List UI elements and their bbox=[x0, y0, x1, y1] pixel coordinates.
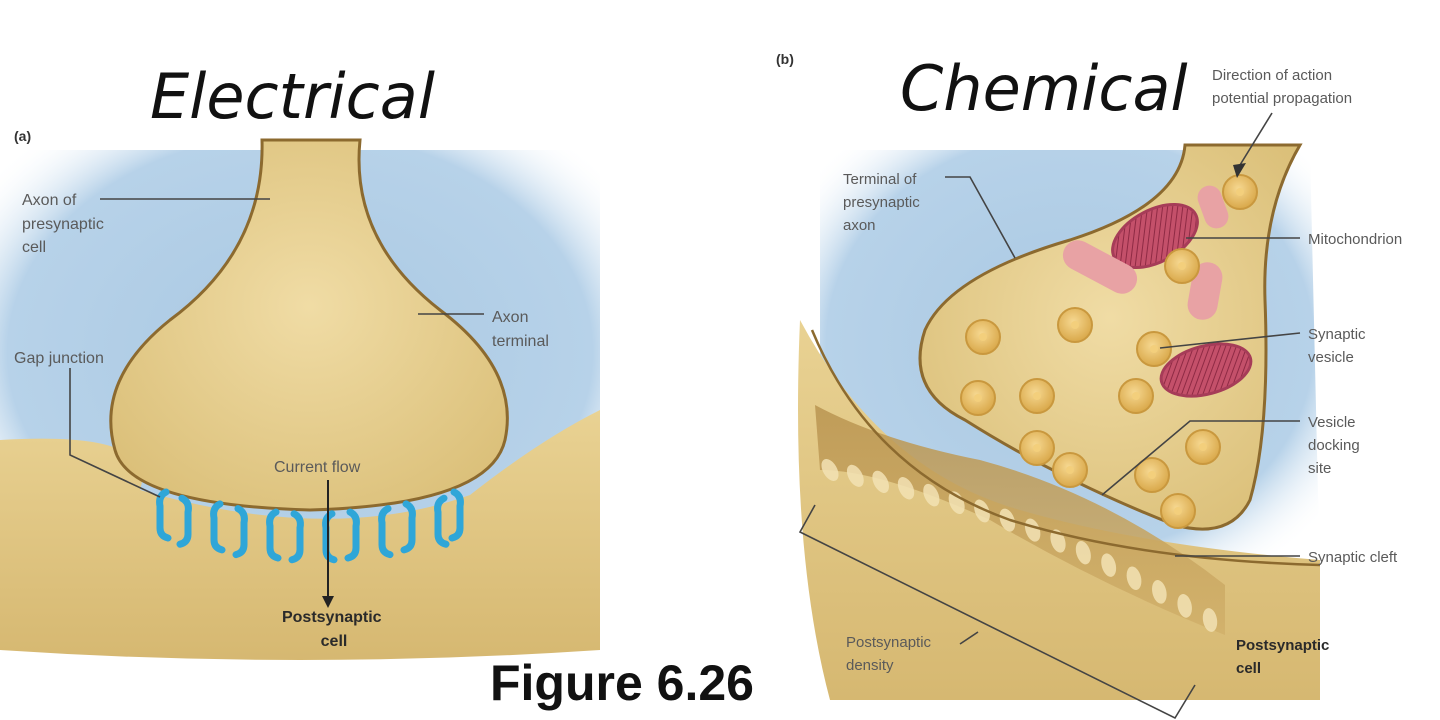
leader-gap-junction bbox=[69, 368, 161, 498]
panel-label-b: (b) bbox=[776, 51, 794, 67]
density-bump bbox=[1075, 541, 1091, 565]
vesicle-core bbox=[1033, 444, 1041, 452]
label-terminal: Terminal of presynaptic axon bbox=[843, 171, 924, 234]
label-postsynaptic-density: Postsynaptic density bbox=[846, 634, 935, 674]
gap-junction-channel bbox=[176, 494, 192, 548]
density-bump bbox=[1202, 608, 1218, 632]
density-bump bbox=[1101, 553, 1117, 577]
gap-junction-channel bbox=[448, 488, 464, 542]
label-current-flow: Current flow bbox=[274, 459, 361, 476]
vesicle-core bbox=[1066, 466, 1074, 474]
gap-junction-channel bbox=[232, 505, 248, 559]
vesicle-core bbox=[1033, 392, 1041, 400]
label-synaptic-vesicle: Synaptic vesicle bbox=[1308, 326, 1370, 366]
postsynaptic-density-bumps bbox=[821, 459, 1218, 632]
mitochondrion-pale-3 bbox=[1197, 185, 1229, 229]
vesicle-core bbox=[1199, 443, 1207, 451]
postsynaptic-density-band bbox=[815, 405, 1225, 635]
figure-caption: Figure 6.26 bbox=[490, 655, 754, 711]
label-axon-presynaptic: Axon of presynaptic cell bbox=[22, 192, 108, 256]
handwritten-chemical: Chemical bbox=[900, 52, 1188, 125]
label-axon-terminal: Axon terminal bbox=[492, 309, 549, 350]
leader-synaptic-vesicle bbox=[1159, 332, 1301, 349]
mitochondria bbox=[1062, 185, 1253, 398]
gap-junction-channel bbox=[400, 500, 416, 554]
vesicle-core bbox=[974, 394, 982, 402]
vesicle-core bbox=[1148, 471, 1156, 479]
electrical-synapse: (a) Axon of presynaptic cell Axon termin… bbox=[0, 60, 600, 660]
leader-postsynaptic-density bbox=[959, 631, 979, 645]
vesicle-core bbox=[979, 333, 987, 341]
vesicle-core bbox=[1236, 188, 1244, 196]
vesicle-core bbox=[1150, 345, 1158, 353]
gap-junction-channels bbox=[156, 488, 464, 564]
label-postsynaptic-cell-left: Postsynaptic cell bbox=[282, 609, 386, 650]
bracket-postsynaptic-density bbox=[798, 504, 1196, 720]
synaptic-vesicles bbox=[960, 174, 1258, 529]
leader-terminal bbox=[945, 176, 1016, 259]
label-mitochondrion: Mitochondrion bbox=[1308, 231, 1402, 248]
postsynaptic-membrane bbox=[810, 329, 1321, 567]
density-bump bbox=[974, 499, 990, 523]
current-flow-arrowhead bbox=[322, 596, 334, 608]
gap-junction-channel bbox=[344, 508, 360, 562]
gap-junction-channel bbox=[210, 500, 226, 554]
label-postsynaptic-cell-right: Postsynaptic cell bbox=[1236, 637, 1334, 677]
density-bump bbox=[846, 464, 864, 487]
gap-junction-channel bbox=[288, 510, 304, 564]
density-bump bbox=[897, 477, 915, 500]
vesicle-core bbox=[1178, 262, 1186, 270]
panel-label-a: (a) bbox=[14, 128, 31, 144]
gap-junction-channel bbox=[156, 488, 172, 542]
density-bump bbox=[1126, 566, 1142, 591]
label-direction: Direction of action potential propagatio… bbox=[1212, 67, 1352, 107]
gap-junction-channel bbox=[266, 508, 282, 562]
vesicle-core bbox=[1071, 321, 1079, 329]
handwritten-electrical: Electrical bbox=[150, 60, 435, 133]
density-bump bbox=[1152, 580, 1167, 604]
density-bump bbox=[1177, 593, 1192, 618]
mitochondrion-pale-1 bbox=[1062, 240, 1138, 294]
label-gap-junction: Gap junction bbox=[14, 350, 104, 367]
label-synaptic-cleft: Synaptic cleft bbox=[1308, 549, 1398, 566]
direction-arrowhead bbox=[1233, 163, 1246, 178]
gap-junction-channel bbox=[434, 494, 450, 548]
leader-direction bbox=[1239, 112, 1273, 166]
mitochondrion-2 bbox=[1159, 342, 1253, 398]
density-bump bbox=[872, 470, 889, 493]
leader-vesicle-docking bbox=[1101, 420, 1300, 496]
label-vesicle-docking: Vesicle docking site bbox=[1308, 414, 1364, 477]
axon-terminal bbox=[109, 138, 509, 512]
gap-junction-channel bbox=[378, 505, 394, 559]
chemical-synapse: (b) Direction of action potential propag… bbox=[776, 51, 1402, 720]
vesicle-core bbox=[1132, 392, 1140, 400]
density-bump bbox=[821, 459, 839, 481]
density-bump bbox=[923, 483, 940, 507]
vesicle-core bbox=[1174, 507, 1182, 515]
